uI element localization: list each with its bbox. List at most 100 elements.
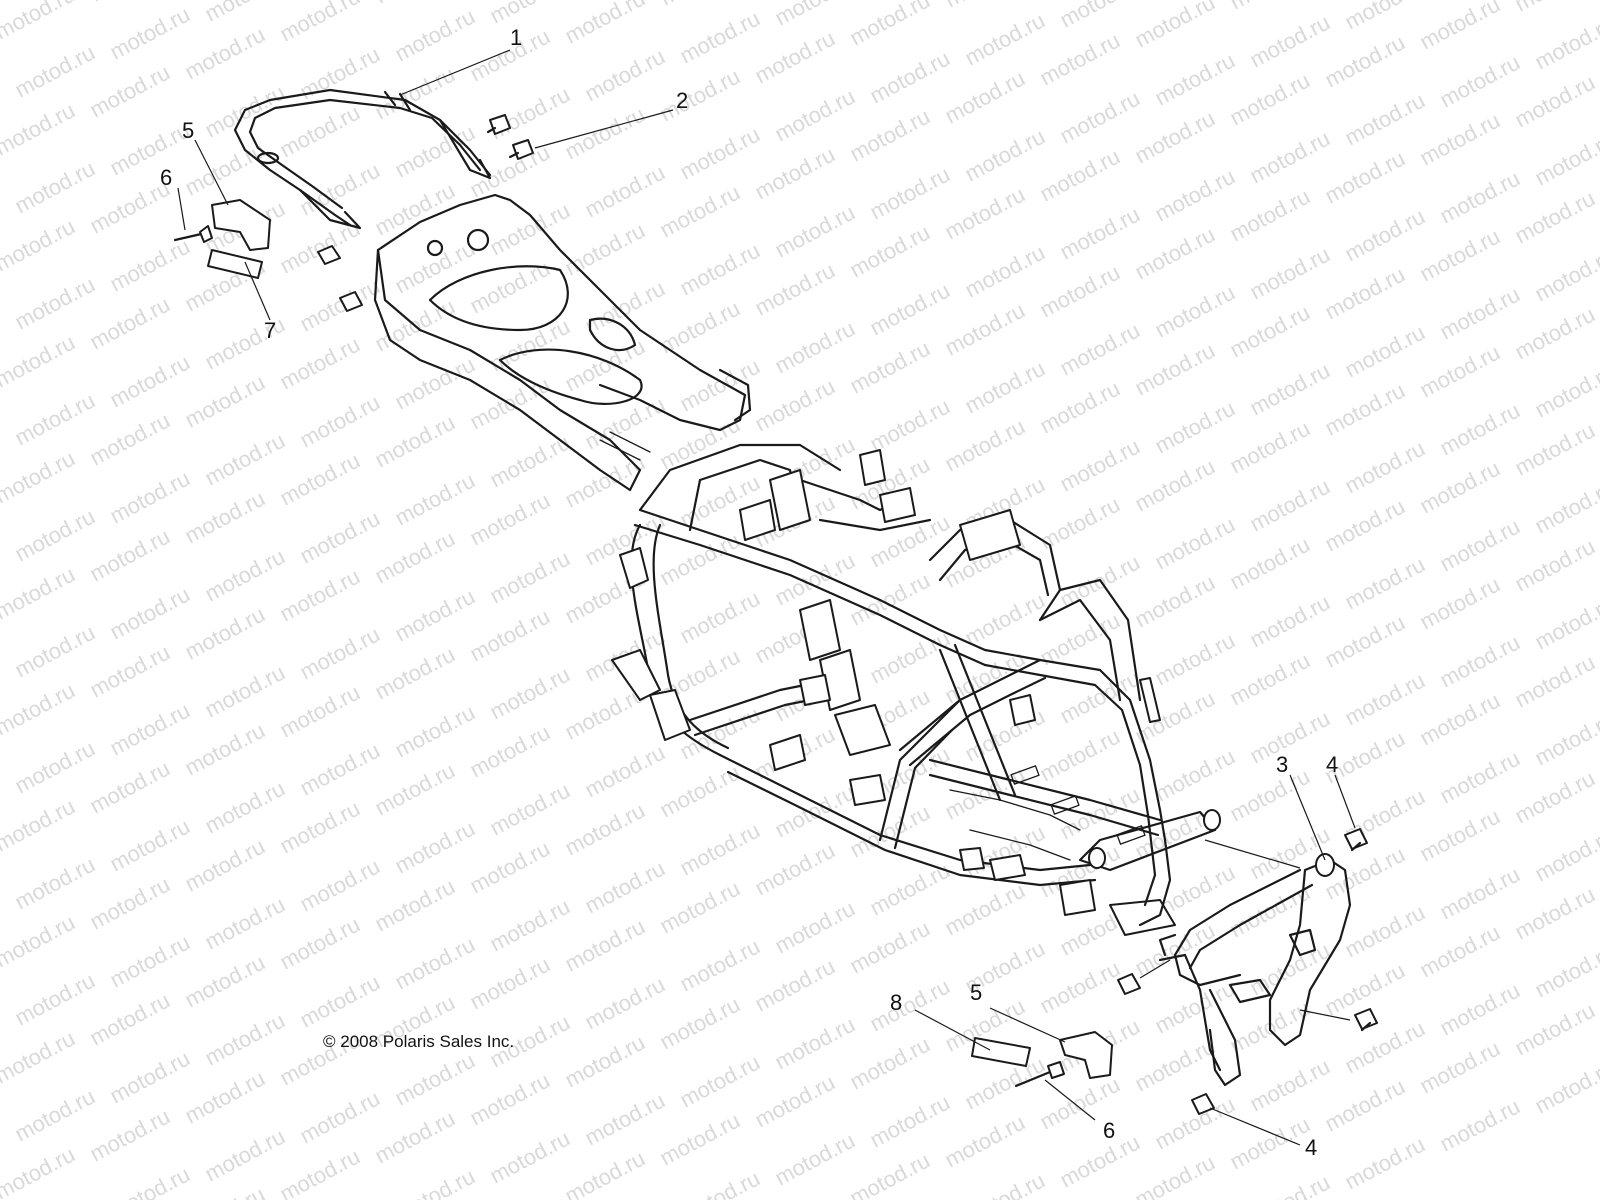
watermark-text: motod.ru bbox=[1056, 86, 1144, 149]
watermark-text: motod.ru bbox=[846, 336, 934, 399]
callout-5-right: 5 bbox=[970, 980, 982, 1005]
watermark-text: motod.ru bbox=[751, 1070, 839, 1133]
watermark-text: motod.ru bbox=[1056, 782, 1144, 845]
watermark-text: motod.ru bbox=[181, 1182, 269, 1200]
watermark-text: motod.ru bbox=[1436, 50, 1524, 113]
watermark-text: motod.ru bbox=[296, 738, 384, 801]
watermark-text: motod.ru bbox=[486, 0, 574, 28]
watermark-text: motod.ru bbox=[1151, 744, 1239, 807]
watermark-text: motod.ru bbox=[1056, 0, 1144, 32]
watermark-text: motod.ru bbox=[581, 1088, 669, 1151]
watermark-text: motod.ru bbox=[391, 4, 479, 67]
watermark-text: motod.ru bbox=[1416, 456, 1504, 519]
watermark-text: motod.ru bbox=[771, 780, 859, 843]
watermark-text: motod.ru bbox=[941, 298, 1029, 361]
watermark-text: motod.ru bbox=[296, 390, 384, 453]
watermark-text: motod.ru bbox=[751, 26, 839, 89]
watermark-text: motod.ru bbox=[296, 1086, 384, 1149]
watermark-text: motod.ru bbox=[1056, 318, 1144, 381]
watermark-text: motod.ru bbox=[941, 878, 1029, 941]
watermark-text: motod.ru bbox=[751, 258, 839, 321]
watermark-text: motod.ru bbox=[1531, 244, 1600, 307]
callout-8: 8 bbox=[890, 990, 902, 1015]
watermark-text: motod.ru bbox=[866, 162, 954, 225]
watermark-text: motod.ru bbox=[1341, 668, 1429, 731]
watermark-text: motod.ru bbox=[1246, 126, 1334, 189]
watermark-text: motod.ru bbox=[1321, 842, 1409, 905]
watermark-text: motod.ru bbox=[1246, 242, 1334, 305]
callout-5-left: 5 bbox=[182, 118, 194, 143]
right-guard-assembly bbox=[971, 1031, 1113, 1088]
watermark-text: motod.ru bbox=[371, 874, 459, 937]
main-frame bbox=[611, 443, 1221, 936]
watermark-text: motod.ru bbox=[106, 118, 194, 181]
watermark-text: motod.ru bbox=[676, 238, 764, 301]
watermark-text: motod.ru bbox=[371, 410, 459, 473]
watermark-text: motod.ru bbox=[676, 1050, 764, 1113]
watermark-text: motod.ru bbox=[866, 626, 954, 689]
watermark-text: motod.ru bbox=[1036, 724, 1124, 787]
watermark-text: motod.ru bbox=[561, 450, 649, 513]
watermark-text: motod.ru bbox=[1151, 396, 1239, 459]
watermark-text: motod.ru bbox=[486, 546, 574, 609]
watermark-text: motod.ru bbox=[0, 330, 79, 393]
watermark-text: motod.ru bbox=[656, 412, 744, 475]
watermark-text: motod.ru bbox=[466, 488, 554, 551]
watermark-text: motod.ru bbox=[106, 466, 194, 529]
watermark-text: motod.ru bbox=[11, 736, 99, 799]
watermark-text: motod.ru bbox=[181, 718, 269, 781]
watermark-text: motod.ru bbox=[846, 220, 934, 283]
watermark-text: motod.ru bbox=[201, 776, 289, 839]
watermark-text: motod.ru bbox=[676, 6, 764, 69]
callout-2: 2 bbox=[676, 88, 688, 113]
watermark-text: motod.ru bbox=[866, 510, 954, 573]
watermark-text: motod.ru bbox=[1511, 0, 1599, 16]
watermark-text: motod.ru bbox=[1151, 164, 1239, 227]
watermark-text: motod.ru bbox=[1226, 68, 1314, 131]
bolt-part-4 bbox=[1117, 828, 1378, 1115]
callout-1: 1 bbox=[510, 25, 522, 50]
watermark-text: motod.ru bbox=[1531, 476, 1600, 539]
watermark-text: motod.ru bbox=[201, 1008, 289, 1071]
watermark-text: motod.ru bbox=[201, 892, 289, 955]
watermark-text: motod.ru bbox=[371, 758, 459, 821]
watermark-text: motod.ru bbox=[106, 582, 194, 645]
watermark-text: motod.ru bbox=[106, 2, 194, 65]
watermark-text: motod.ru bbox=[581, 740, 669, 803]
watermark-text: motod.ru bbox=[1131, 0, 1219, 52]
front-bumper bbox=[1158, 853, 1352, 1087]
watermark-text: motod.ru bbox=[1416, 920, 1504, 983]
watermark-text: motod.ru bbox=[656, 64, 744, 127]
watermark-text: motod.ru bbox=[1511, 534, 1599, 597]
watermark-text: motod.ru bbox=[201, 544, 289, 607]
watermark-text: motod.ru bbox=[1151, 976, 1239, 1039]
watermark-text: motod.ru bbox=[1321, 378, 1409, 441]
watermark-text: motod.ru bbox=[106, 1162, 194, 1200]
watermark-text: motod.ru bbox=[86, 988, 174, 1051]
watermark-text: motod.ru bbox=[106, 350, 194, 413]
watermark-text: motod.ru bbox=[201, 1124, 289, 1187]
watermark-text: motod.ru bbox=[1436, 1094, 1524, 1157]
watermark-text: motod.ru bbox=[86, 756, 174, 819]
watermark-text: motod.ru bbox=[1436, 514, 1524, 577]
watermark-text: motod.ru bbox=[1151, 628, 1239, 691]
watermark-text: motod.ru bbox=[466, 836, 554, 899]
callout-6-left: 6 bbox=[160, 165, 172, 190]
watermark-text: motod.ru bbox=[561, 1146, 649, 1200]
leader-lines bbox=[177, 49, 1356, 1146]
watermark-text: motod.ru bbox=[656, 876, 744, 939]
watermark-text: motod.ru bbox=[1511, 998, 1599, 1061]
watermark-text: motod.ru bbox=[486, 778, 574, 841]
watermark-text: motod.ru bbox=[1341, 204, 1429, 267]
watermark-text: motod.ru bbox=[1531, 592, 1600, 655]
watermark-text: motod.ru bbox=[86, 60, 174, 123]
watermark-text: motod.ru bbox=[0, 446, 79, 509]
watermark-text: motod.ru bbox=[866, 858, 954, 921]
watermark-text: motod.ru bbox=[1036, 956, 1124, 1019]
watermark-text: motod.ru bbox=[1036, 28, 1124, 91]
watermark-text: motod.ru bbox=[1131, 106, 1219, 169]
watermark-text: motod.ru bbox=[181, 22, 269, 85]
watermark-text: motod.ru bbox=[86, 0, 174, 6]
watermark-text: motod.ru bbox=[1226, 648, 1314, 711]
watermark-text: motod.ru bbox=[466, 604, 554, 667]
